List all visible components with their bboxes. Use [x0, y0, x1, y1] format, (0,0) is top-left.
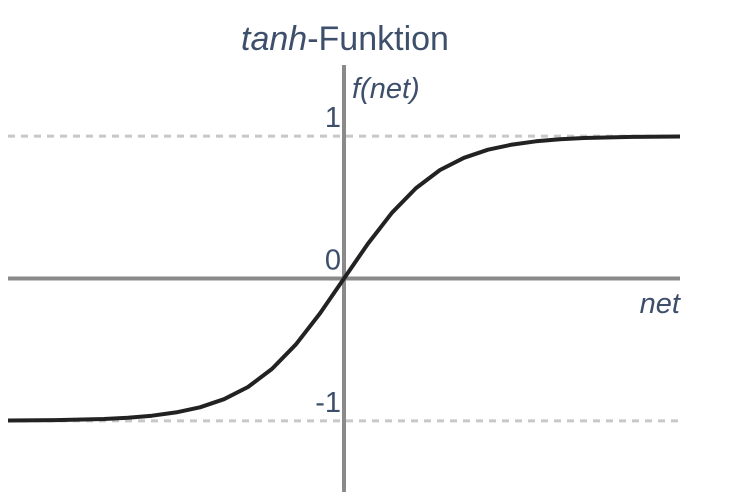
chart-title-rest: -Funktion — [307, 20, 449, 58]
tanh-curve — [7, 134, 681, 423]
y-axis-label: f(net) — [352, 73, 420, 105]
y-tick-label: -1 — [315, 387, 341, 419]
y-tick-label: 0 — [325, 245, 341, 277]
x-axis-label: net — [640, 288, 682, 320]
chart-title: tanh-Funktion — [241, 20, 449, 58]
asymptote-group — [8, 134, 680, 423]
y-tick-labels: 1 0 -1 — [315, 102, 341, 419]
chart-title-italic: tanh — [241, 20, 307, 58]
y-tick-label: 1 — [325, 102, 341, 134]
